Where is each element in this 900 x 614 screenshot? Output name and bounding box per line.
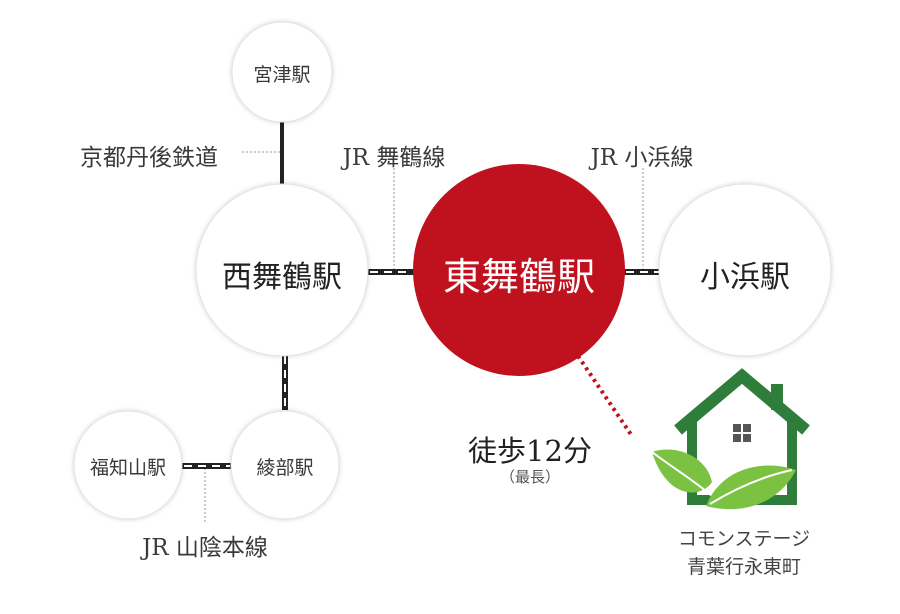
jr-obama-line-label: JR 小浜線 [590, 145, 694, 171]
property-name-line2: 青葉行永東町 [686, 556, 802, 578]
obama-station-circle [658, 183, 832, 357]
nishi-maizuru-station-circle [195, 183, 369, 357]
fukuchiyama-station-label: 福知山駅 [89, 457, 167, 479]
jr-maizuru-line-label: JR 舞鶴線 [342, 145, 446, 171]
nishi-maizuru-station-label: 西舞鶴駅 [222, 260, 342, 295]
higashi-maizuru-station-circle [413, 164, 625, 376]
kyoto-tango-line-label: 京都丹後鉄道 [80, 145, 218, 171]
walk-time-note: （最長） [499, 468, 561, 486]
walk-route-line [576, 354, 634, 438]
house-logo-icon [651, 368, 810, 510]
obama-station-label: 小浜駅 [700, 260, 790, 295]
property-name-line1: コモンステージ [677, 528, 811, 550]
walk-time-label: 徒歩12分 [468, 434, 592, 468]
miyazu-station-label: 宮津駅 [253, 64, 311, 86]
fukuchiyama-station-circle [73, 410, 183, 520]
ayabe-station-circle [230, 410, 340, 520]
miyazu-station-circle [231, 21, 333, 123]
jr-sanin-line-label: JR 山陰本線 [142, 535, 268, 561]
ayabe-station-label: 綾部駅 [256, 457, 314, 479]
higashi-maizuru-station-label: 東舞鶴駅 [442, 255, 596, 299]
